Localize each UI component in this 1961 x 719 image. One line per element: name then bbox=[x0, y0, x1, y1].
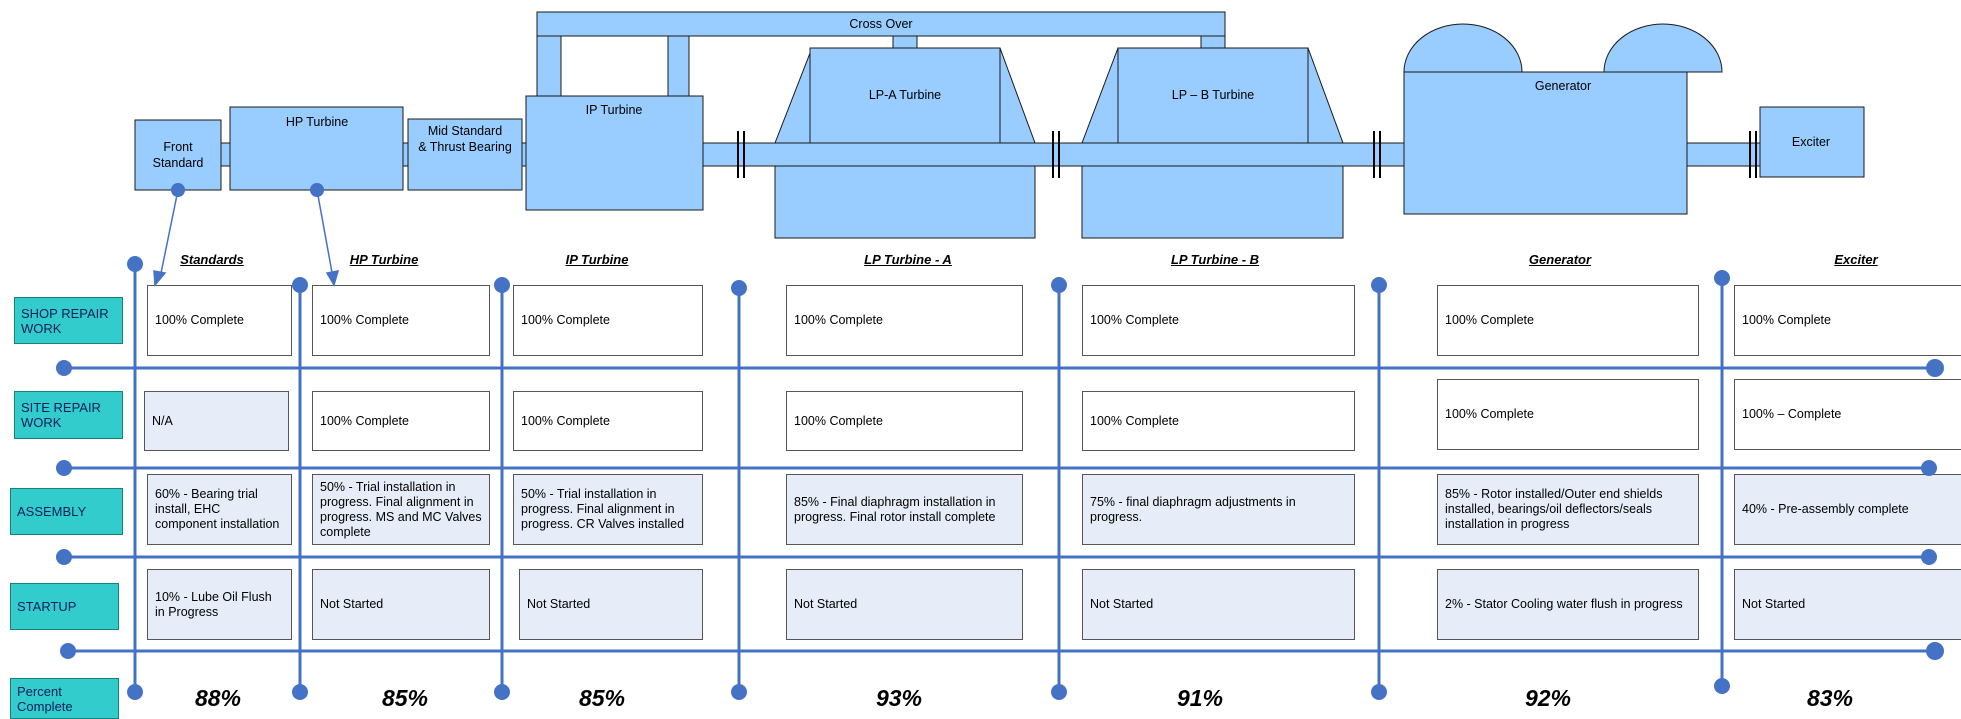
assembly-cell-hp-turbine: 50% - Trial installation in progress. Fi… bbox=[312, 474, 490, 545]
site-cell-lp-turbine-b: 100% Complete bbox=[1082, 391, 1355, 451]
label-generator: Generator bbox=[1535, 79, 1591, 93]
label-mid-standard: Mid Standard& Thrust Bearing bbox=[418, 124, 512, 154]
percent-exciter: 83% bbox=[1806, 685, 1854, 711]
shop-cell-standards: 100% Complete bbox=[147, 285, 292, 356]
lpb-upper-casing bbox=[1117, 47, 1309, 144]
lpa-upper-casing bbox=[809, 47, 1001, 144]
label-lpa-turbine: LP-A Turbine bbox=[869, 88, 941, 102]
row-label-shop-repair-work: SHOP REPAIR WORK bbox=[14, 297, 123, 344]
cross-over-riser-3 bbox=[892, 35, 918, 49]
column-header-ip-turbine: IP Turbine bbox=[565, 252, 629, 267]
mid-standard-box bbox=[407, 118, 523, 191]
site-cell-lp-turbine-a: 100% Complete bbox=[786, 391, 1023, 451]
site-cell-exciter: 100% – Complete bbox=[1734, 379, 1961, 450]
row-label-site-repair-work: SITE REPAIR WORK bbox=[14, 391, 123, 439]
startup-cell-lp-turbine-a: Not Started bbox=[786, 569, 1023, 640]
exciter-box bbox=[1759, 106, 1865, 178]
column-header-standards: Standards bbox=[180, 252, 244, 267]
assembly-cell-ip-turbine: 50% - Trial installation in progress. Fi… bbox=[513, 474, 703, 545]
lpa-lower-casing bbox=[774, 165, 1036, 239]
assembly-cell-standards: 60% - Bearing trial install, EHC compone… bbox=[147, 474, 292, 545]
label-lpb-turbine: LP – B Turbine bbox=[1172, 88, 1255, 102]
column-header-generator: Generator bbox=[1528, 252, 1592, 267]
column-header-hp-turbine: HP Turbine bbox=[349, 252, 419, 267]
label-cross-over: Cross Over bbox=[849, 17, 912, 31]
shop-cell-ip-turbine: 100% Complete bbox=[513, 285, 703, 356]
row-label-percent-complete: Percent Complete bbox=[10, 678, 119, 719]
startup-cell-standards: 10% - Lube Oil Flush in Progress bbox=[147, 569, 292, 640]
ip-turbine-box bbox=[525, 95, 704, 211]
cross-over-riser-2 bbox=[667, 35, 690, 97]
shop-cell-lp-turbine-a: 100% Complete bbox=[786, 285, 1023, 356]
startup-cell-generator: 2% - Stator Cooling water flush in progr… bbox=[1437, 569, 1699, 640]
column-header-lp-turbine-a: LP Turbine - A bbox=[864, 252, 952, 267]
cross-over-pipe bbox=[536, 11, 1226, 37]
assembly-cell-generator: 85% - Rotor installed/Outer end shields … bbox=[1437, 474, 1699, 545]
percent-ip-turbine: 85% bbox=[578, 685, 626, 711]
percent-generator: 92% bbox=[1524, 685, 1572, 711]
label-exciter: Exciter bbox=[1792, 135, 1830, 149]
startup-cell-lp-turbine-b: Not Started bbox=[1082, 569, 1355, 640]
percent-lp-turbine-b: 91% bbox=[1176, 685, 1224, 711]
assembly-cell-lp-turbine-a: 85% - Final diaphragm installation in pr… bbox=[786, 474, 1023, 545]
label-ip-turbine: IP Turbine bbox=[586, 103, 643, 117]
percent-hp-turbine: 85% bbox=[381, 685, 429, 711]
startup-cell-exciter: Not Started bbox=[1734, 569, 1961, 640]
shop-cell-hp-turbine: 100% Complete bbox=[312, 285, 490, 356]
site-cell-standards: N/A bbox=[144, 391, 289, 451]
startup-cell-hp-turbine: Not Started bbox=[312, 569, 490, 640]
percent-lp-turbine-a: 93% bbox=[875, 685, 923, 711]
row-label-assembly: ASSEMBLY bbox=[10, 488, 123, 535]
assembly-cell-lp-turbine-b: 75% - final diaphragm adjustments in pro… bbox=[1082, 474, 1355, 545]
lpb-lower-casing bbox=[1081, 165, 1344, 239]
label-hp-turbine: HP Turbine bbox=[286, 115, 348, 129]
row-label-startup: STARTUP bbox=[10, 583, 119, 630]
shop-cell-generator: 100% Complete bbox=[1437, 285, 1699, 356]
hp-turbine-box bbox=[229, 106, 404, 191]
column-header-lp-turbine-b: LP Turbine - B bbox=[1170, 252, 1260, 267]
cross-over-riser-1 bbox=[536, 35, 562, 97]
assembly-cell-exciter: 40% - Pre-assembly complete bbox=[1734, 474, 1961, 545]
shop-cell-lp-turbine-b: 100% Complete bbox=[1082, 285, 1355, 356]
startup-cell-ip-turbine: Not Started bbox=[519, 569, 703, 640]
percent-standards: 88% bbox=[194, 685, 242, 711]
site-cell-ip-turbine: 100% Complete bbox=[513, 391, 703, 451]
column-header-exciter: Exciter bbox=[1834, 252, 1878, 267]
generator-box bbox=[1403, 71, 1688, 215]
cross-over-riser-4 bbox=[1200, 35, 1226, 49]
generator-dome-left bbox=[1403, 23, 1523, 73]
generator-dome-right bbox=[1603, 23, 1723, 73]
shop-cell-exciter: 100% Complete bbox=[1734, 285, 1961, 356]
site-cell-generator: 100% Complete bbox=[1437, 379, 1699, 450]
front-standard-box bbox=[134, 119, 222, 191]
site-cell-hp-turbine: 100% Complete bbox=[312, 391, 490, 451]
